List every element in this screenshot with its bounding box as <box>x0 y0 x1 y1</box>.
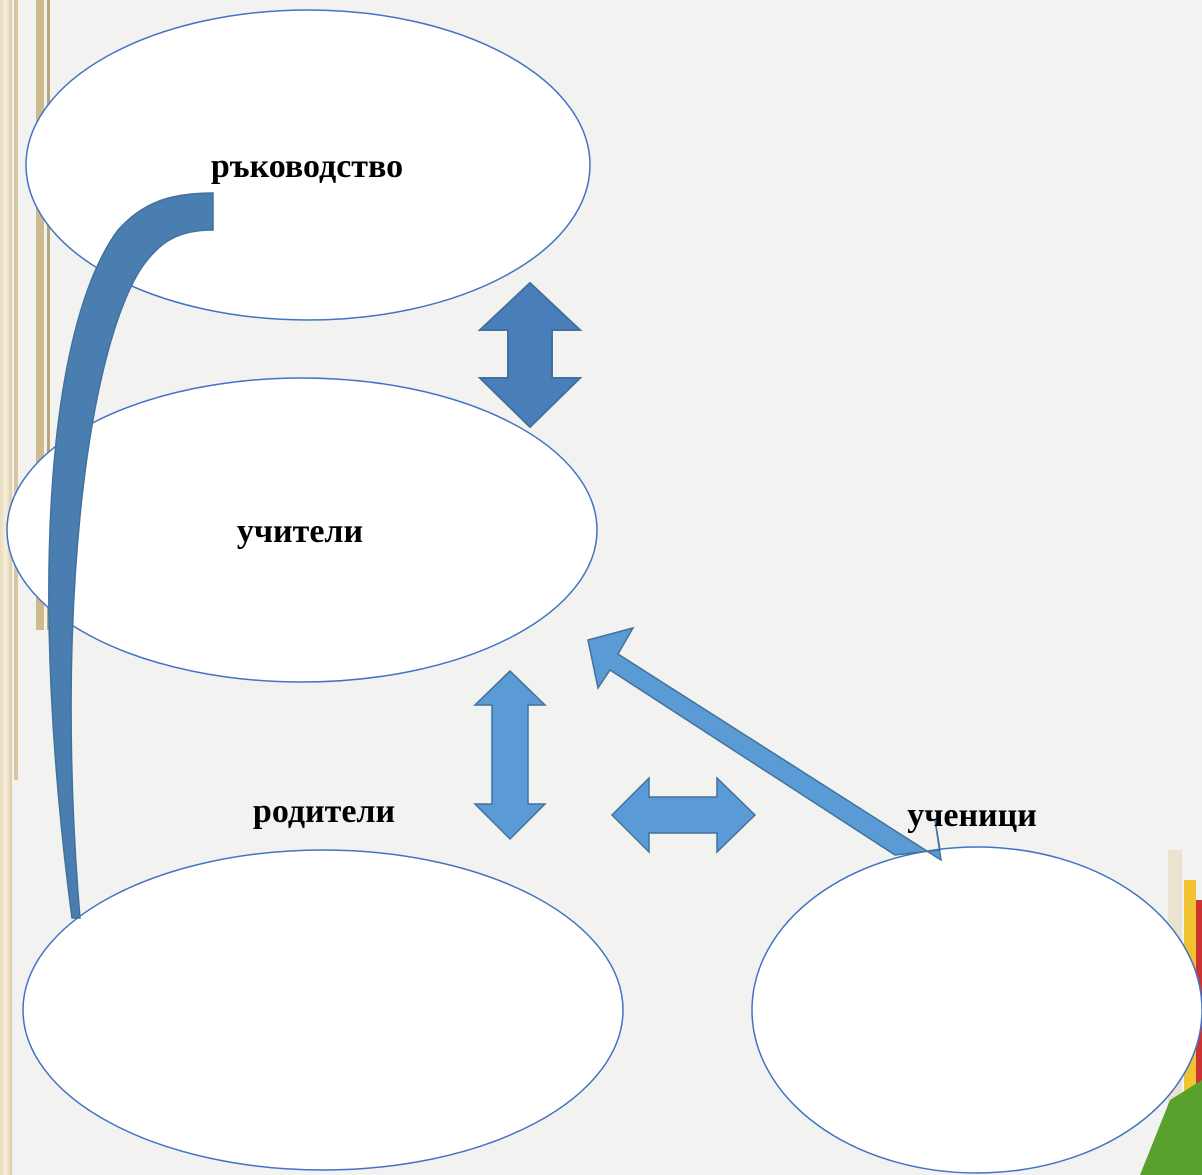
node-students-shape <box>751 846 1202 1174</box>
node-leadership-label: ръководство <box>211 148 403 185</box>
node-parents-label: родители <box>253 793 395 830</box>
node-leadership-shape <box>25 9 591 321</box>
node-teachers-label: учители <box>237 513 363 550</box>
node-teachers-shape <box>6 377 598 683</box>
arrow-teachers-parents <box>473 669 547 841</box>
node-parents-shape <box>22 849 624 1171</box>
decorative-left-border <box>0 0 50 1175</box>
arrow-students-teachers <box>587 626 942 862</box>
arrow-leadership-teachers <box>477 281 583 429</box>
arrow-parents-students <box>610 776 757 854</box>
node-students-label: ученици <box>907 797 1037 834</box>
curved-arrow-parents-to-leadership <box>48 192 214 919</box>
